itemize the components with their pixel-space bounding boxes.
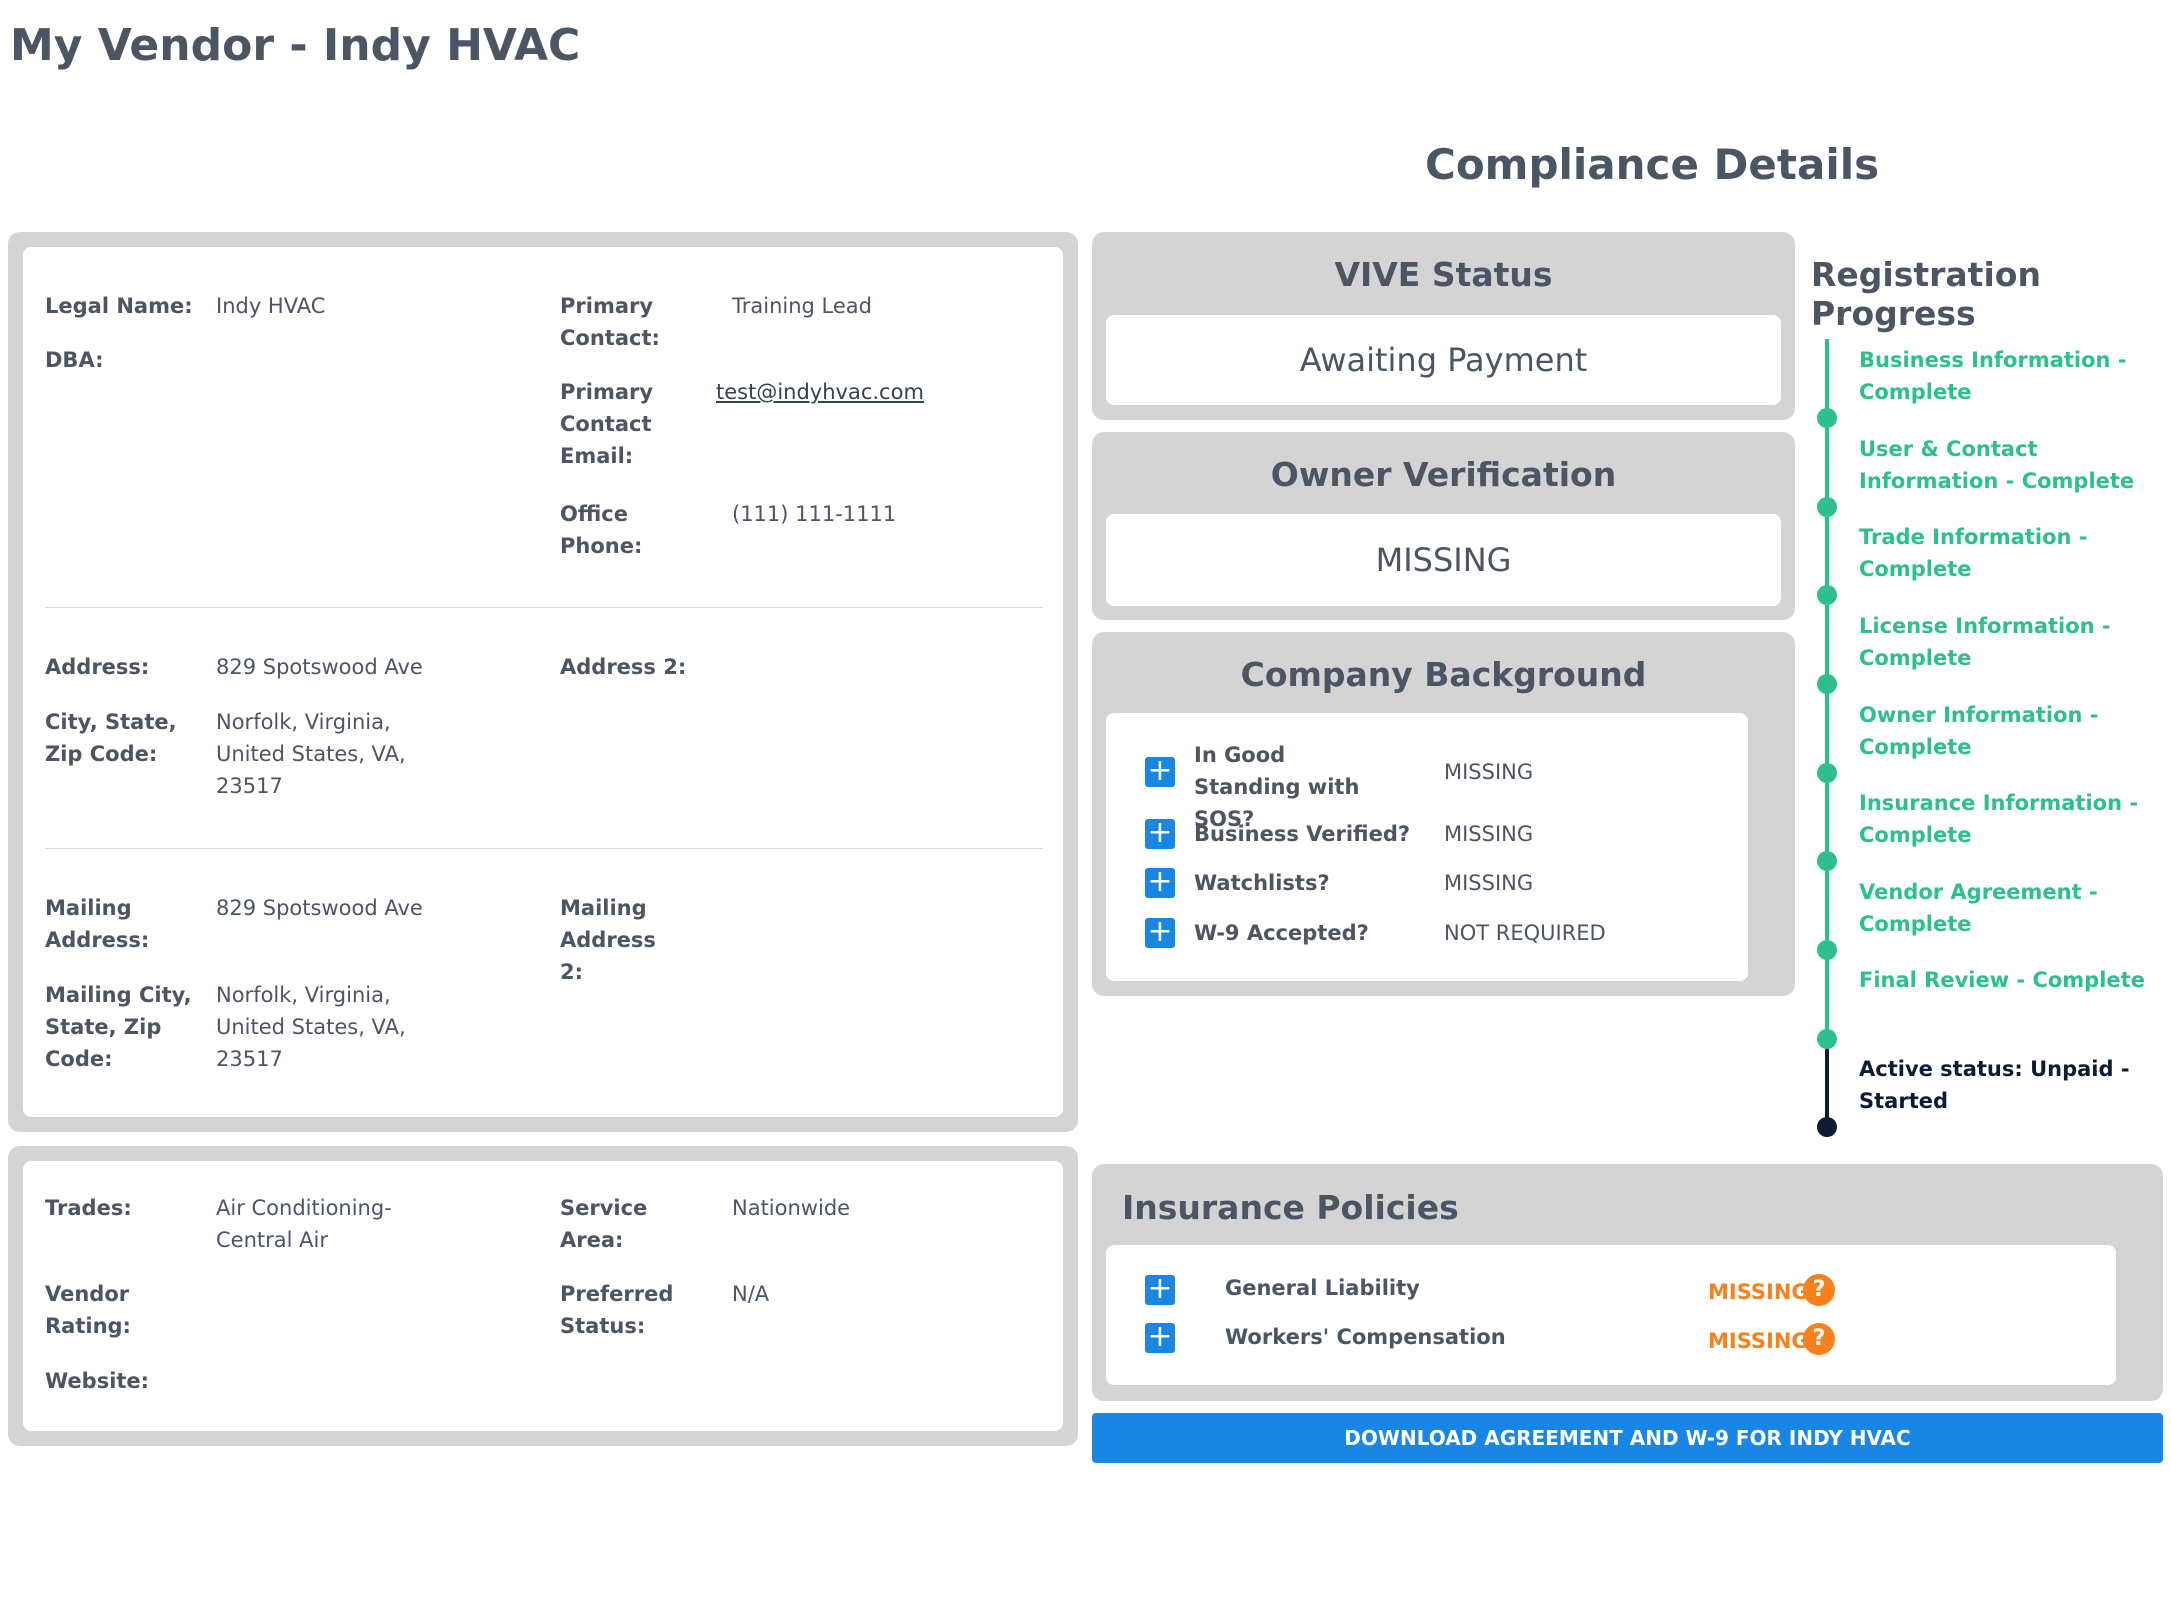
office-phone-value: (111) 111-1111 bbox=[732, 502, 897, 526]
progress-step: Vendor Agreement - Complete bbox=[1859, 880, 2098, 936]
vive-status-value: Awaiting Payment bbox=[1106, 315, 1781, 405]
background-item-value: MISSING bbox=[1444, 871, 1534, 895]
service-area-label: Service Area: bbox=[560, 1196, 648, 1252]
address-label: Address: bbox=[45, 655, 150, 679]
company-background-title: Company Background bbox=[1240, 655, 1647, 694]
service-area-value: Nationwide bbox=[732, 1196, 851, 1220]
progress-dot bbox=[1817, 1029, 1837, 1049]
background-item-value: NOT REQUIRED bbox=[1444, 921, 1606, 945]
address2-label: Address 2: bbox=[560, 655, 687, 679]
dba-label: DBA: bbox=[45, 348, 104, 372]
owner-verification-title: Owner Verification bbox=[1270, 455, 1617, 494]
primary-email-link[interactable]: test@indyhvac.com bbox=[716, 380, 924, 404]
mailing-address-label: Mailing Address: bbox=[45, 896, 150, 952]
policy-status: MISSING bbox=[1708, 1329, 1809, 1353]
vive-status-title: VIVE Status bbox=[1334, 255, 1553, 294]
primary-email-label: Primary Contact Email: bbox=[560, 380, 654, 468]
progress-step: Insurance Information - Complete bbox=[1859, 791, 2139, 847]
help-icon[interactable]: ? bbox=[1803, 1323, 1835, 1355]
progress-step-active: Active status: Unpaid - Started bbox=[1859, 1057, 2130, 1113]
progress-dot bbox=[1817, 408, 1837, 428]
primary-contact-label: Primary Contact: bbox=[560, 294, 660, 350]
policy-name: General Liability bbox=[1225, 1276, 1420, 1300]
expand-button[interactable]: + bbox=[1145, 867, 1175, 898]
policy-name: Workers' Compensation bbox=[1225, 1325, 1506, 1349]
insurance-card bbox=[1106, 1245, 2116, 1385]
background-item-value: MISSING bbox=[1444, 822, 1534, 846]
page-title: My Vendor - Indy HVAC bbox=[10, 20, 581, 71]
trades-label: Trades: bbox=[45, 1196, 132, 1220]
vendor-rating-label: Vendor Rating: bbox=[45, 1282, 131, 1338]
company-background-card bbox=[1106, 713, 1748, 981]
trades-value: Air Conditioning-Central Air bbox=[216, 1196, 392, 1252]
expand-button[interactable]: + bbox=[1145, 1274, 1175, 1305]
progress-dot bbox=[1817, 585, 1837, 605]
progress-dot bbox=[1817, 940, 1837, 960]
progress-step: User & Contact Information - Complete bbox=[1859, 437, 2135, 493]
mailing-city-state-zip-label: Mailing City, State, Zip Code: bbox=[45, 983, 192, 1071]
website-label: Website: bbox=[45, 1369, 150, 1393]
progress-dot-active bbox=[1817, 1117, 1837, 1137]
progress-dot bbox=[1817, 674, 1837, 694]
download-agreement-button[interactable]: DOWNLOAD AGREEMENT AND W-9 FOR INDY HVAC bbox=[1092, 1413, 2163, 1463]
address-value: 829 Spotswood Ave bbox=[216, 655, 423, 679]
trades-card bbox=[23, 1161, 1063, 1431]
progress-step: License Information - Complete bbox=[1859, 614, 2111, 670]
divider bbox=[45, 607, 1043, 608]
expand-button[interactable]: + bbox=[1145, 818, 1175, 849]
divider bbox=[45, 848, 1043, 849]
background-item-label: In Good Standing with SOS? bbox=[1194, 743, 1360, 831]
progress-step: Final Review - Complete bbox=[1859, 968, 2145, 992]
progress-step: Owner Information - Complete bbox=[1859, 703, 2099, 759]
progress-dot bbox=[1817, 763, 1837, 783]
expand-button[interactable]: + bbox=[1145, 1322, 1175, 1353]
expand-button[interactable]: + bbox=[1145, 917, 1175, 948]
mailing-address2-label: Mailing Address 2: bbox=[560, 896, 656, 984]
progress-step: Business Information - Complete bbox=[1859, 348, 2127, 404]
background-item-label: Watchlists? bbox=[1194, 871, 1330, 895]
office-phone-label: Office Phone: bbox=[560, 502, 643, 558]
legal-name-value: Indy HVAC bbox=[216, 294, 326, 318]
progress-dot bbox=[1817, 851, 1837, 871]
compliance-details-title: Compliance Details bbox=[1425, 140, 1880, 189]
city-state-zip-label: City, State, Zip Code: bbox=[45, 710, 177, 766]
progress-step: Trade Information - Complete bbox=[1859, 525, 2088, 581]
mailing-city-state-zip-value: Norfolk, Virginia, United States, VA, 23… bbox=[216, 983, 406, 1071]
city-state-zip-value: Norfolk, Virginia, United States, VA, 23… bbox=[216, 710, 406, 798]
insurance-title: Insurance Policies bbox=[1122, 1188, 1459, 1227]
owner-verification-value: MISSING bbox=[1106, 514, 1781, 606]
registration-progress-title: Registration Progress bbox=[1811, 255, 2041, 333]
legal-name-label: Legal Name: bbox=[45, 294, 193, 318]
preferred-status-label: Preferred Status: bbox=[560, 1282, 674, 1338]
mailing-address-value: 829 Spotswood Ave bbox=[216, 896, 423, 920]
vendor-info-card bbox=[23, 247, 1063, 1117]
progress-line-active bbox=[1825, 1039, 1829, 1127]
background-item-value: MISSING bbox=[1444, 760, 1534, 784]
help-icon[interactable]: ? bbox=[1803, 1274, 1835, 1306]
preferred-status-value: N/A bbox=[732, 1282, 770, 1306]
background-item-label: Business Verified? bbox=[1194, 822, 1411, 846]
background-item-label: W-9 Accepted? bbox=[1194, 921, 1369, 945]
policy-status: MISSING bbox=[1708, 1280, 1809, 1304]
expand-button[interactable]: + bbox=[1145, 756, 1175, 787]
primary-contact-value: Training Lead bbox=[732, 294, 872, 318]
progress-dot bbox=[1817, 497, 1837, 517]
